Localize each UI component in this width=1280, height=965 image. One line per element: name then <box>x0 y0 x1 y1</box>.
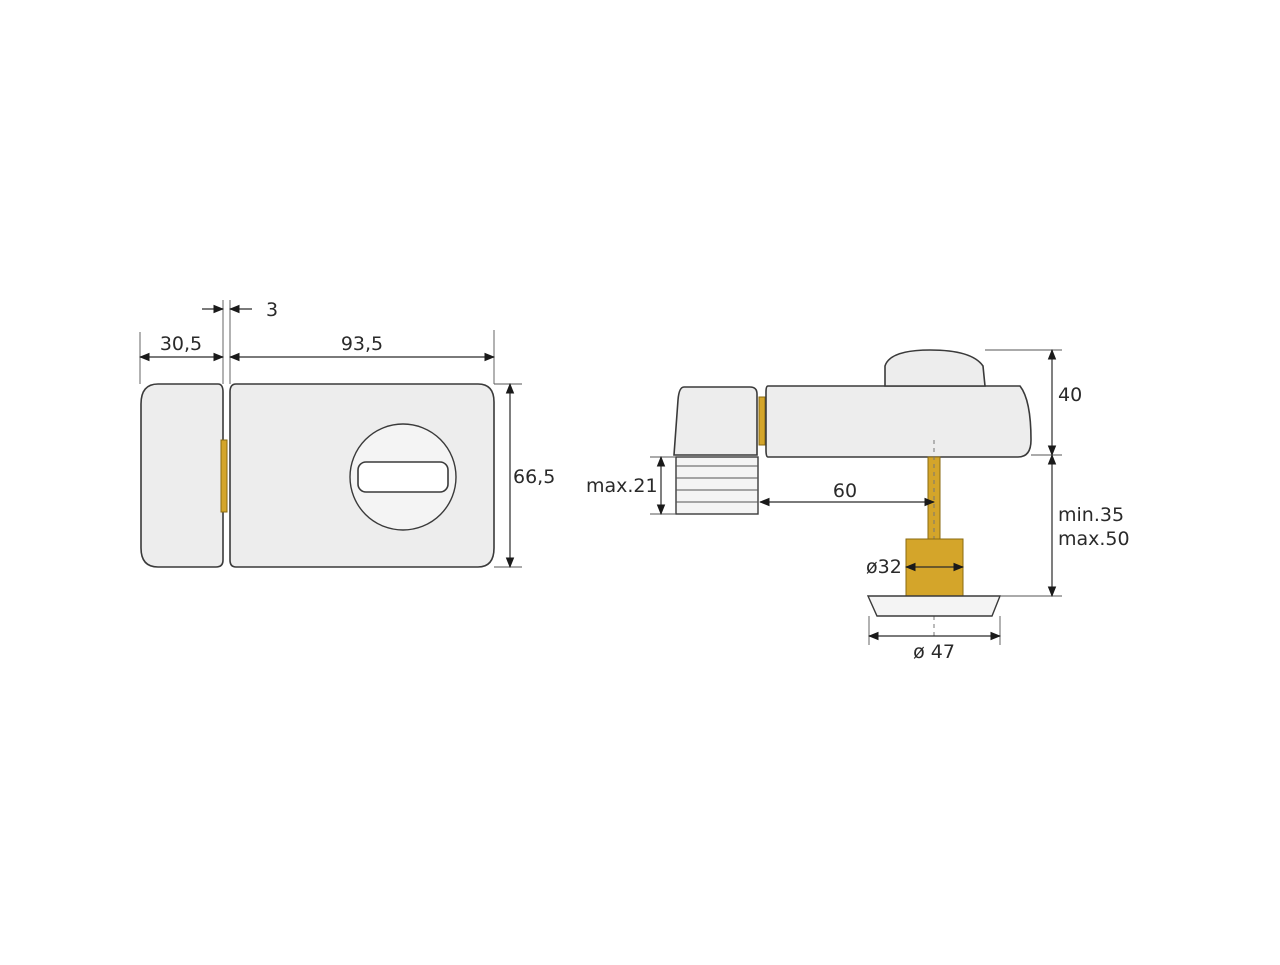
dim-door-min: min.35 <box>1058 504 1124 526</box>
key-slot <box>357 461 449 493</box>
strike-spacer-plates <box>675 456 759 515</box>
brass-strike-strip <box>220 439 228 513</box>
side-brass-strip <box>758 396 766 446</box>
dim-cover-width: 30,5 <box>160 333 202 355</box>
side-lock-body <box>765 385 1032 458</box>
dim-backset: 60 <box>833 480 857 502</box>
front-view: 30,5 3 93,5 66,5 <box>138 299 555 569</box>
dim-height: 66,5 <box>513 466 555 488</box>
side-strike-block <box>673 386 758 456</box>
dim-knob-height: 40 <box>1058 384 1082 406</box>
side-view: 40 max.21 60 min.35 max.50 ø32 ø 47 <box>586 348 1130 663</box>
dim-cylinder-dia: ø32 <box>866 556 902 578</box>
rosette-plate <box>866 595 1002 617</box>
dim-gap: 3 <box>266 299 278 321</box>
dim-body-width: 93,5 <box>341 333 383 355</box>
dim-strike-depth: max.21 <box>586 475 658 497</box>
dim-door-max: max.50 <box>1058 528 1130 550</box>
dim-rosette-dia: ø 47 <box>913 641 955 663</box>
side-knob <box>884 349 986 387</box>
strike-cover <box>140 383 224 568</box>
